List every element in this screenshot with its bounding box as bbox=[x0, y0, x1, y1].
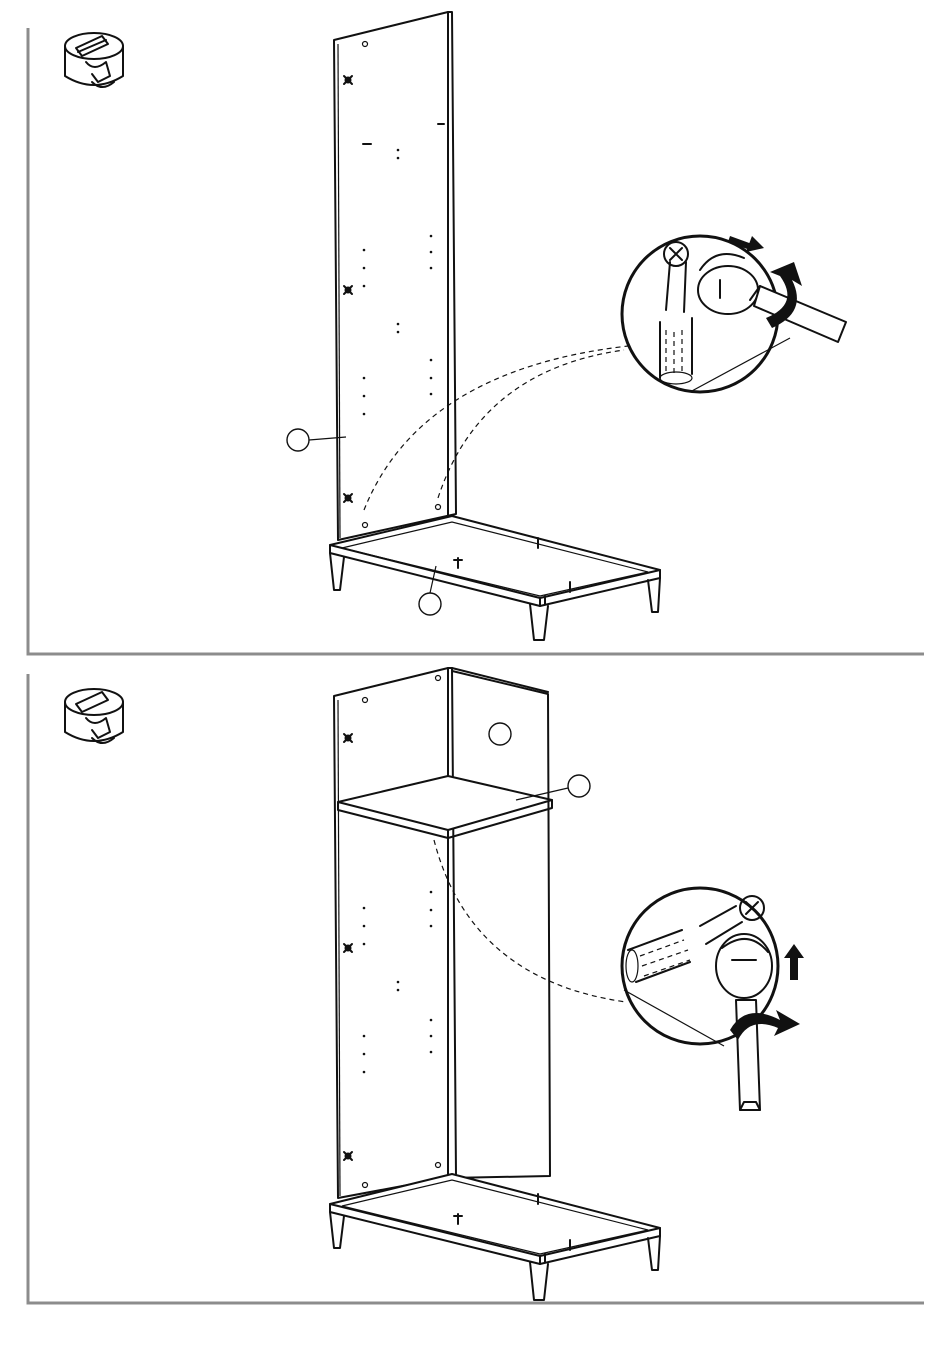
step-2-zoom-detail bbox=[622, 888, 804, 1110]
step-2-base bbox=[330, 1174, 660, 1300]
step-1-base bbox=[330, 516, 660, 640]
detail-leader-line bbox=[438, 350, 624, 498]
step-2-cabinet bbox=[334, 668, 552, 1198]
step-1-zoom-detail bbox=[622, 236, 846, 392]
cam-lock-icon bbox=[65, 33, 123, 87]
step-2-callout-back bbox=[489, 723, 511, 745]
step-1-back-panel bbox=[334, 12, 456, 540]
cam-lock-icon bbox=[65, 689, 123, 743]
step-1-callout-base bbox=[419, 566, 441, 615]
